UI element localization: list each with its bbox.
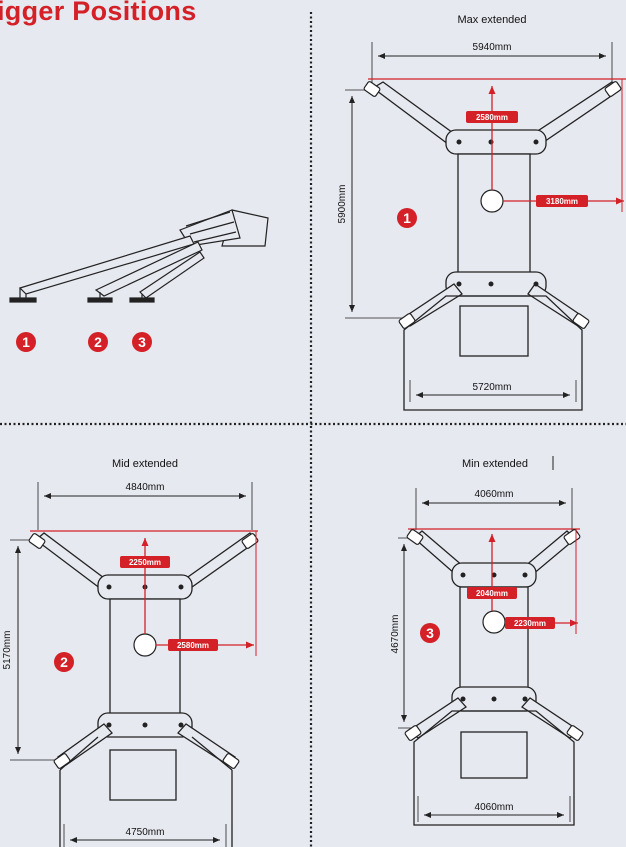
mid-panel-title: Mid extended [112, 458, 178, 470]
max-panel-title: Max extended [457, 14, 526, 26]
mid-red-horizontal: 2580mm [177, 641, 209, 650]
page-title: igger Positions [0, 0, 197, 26]
min-badge: 3 [426, 625, 434, 641]
panel-max-extended: Max extended 5940mm 5900mm [337, 14, 626, 411]
min-bottom-width: 4060mm [475, 802, 514, 813]
side-badge-1: 1 [16, 332, 36, 352]
mid-red-vertical: 2250mm [129, 558, 161, 567]
mid-bottom-width: 4750mm [126, 827, 165, 838]
mid-top-width: 4840mm [126, 482, 165, 493]
min-panel-title: Min extended [462, 458, 528, 470]
panel-min-extended: Min extended 4060mm 4670mm [390, 456, 584, 826]
svg-text:3: 3 [138, 334, 146, 350]
svg-text:1: 1 [22, 334, 30, 350]
max-bottom-width: 5720mm [473, 382, 512, 393]
side-view-drawing [9, 209, 269, 303]
max-red-vertical: 2580mm [476, 113, 508, 122]
svg-text:2: 2 [94, 334, 102, 350]
panel-mid-extended: Mid extended 4840mm 5170mm [2, 458, 259, 847]
mid-badge: 2 [60, 654, 68, 670]
max-top-width: 5940mm [473, 42, 512, 53]
max-badge: 1 [403, 210, 411, 226]
min-top-width: 4060mm [475, 489, 514, 500]
min-red-vertical: 2040mm [476, 589, 508, 598]
side-badge-3: 3 [132, 332, 152, 352]
side-badge-2: 2 [88, 332, 108, 352]
mid-height: 5170mm [2, 631, 13, 670]
min-height: 4670mm [390, 615, 401, 654]
min-red-horizontal: 2230mm [514, 619, 546, 628]
max-height: 5900mm [337, 185, 348, 224]
max-red-horizontal: 3180mm [546, 197, 578, 206]
